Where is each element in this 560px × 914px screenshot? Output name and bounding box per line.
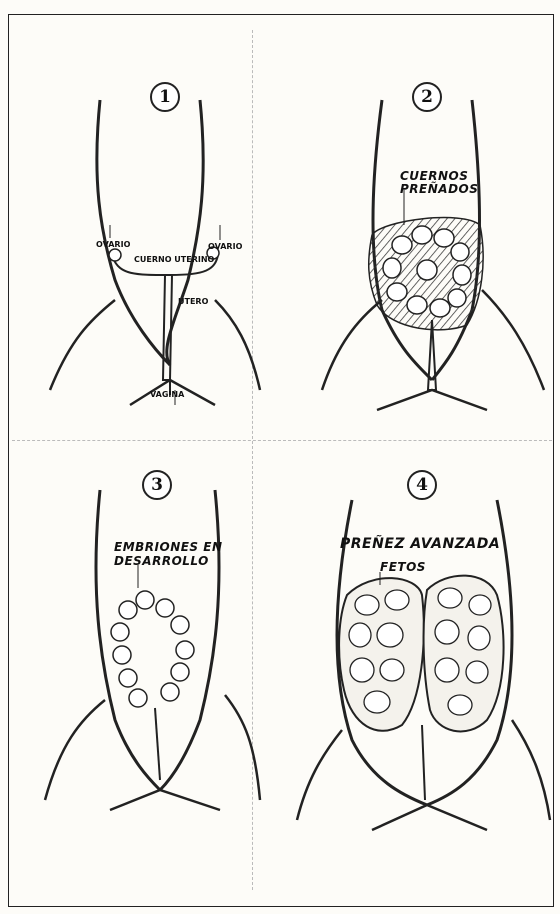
panel-4-number-badge: 4	[407, 470, 437, 500]
panel-2-illustration	[282, 60, 552, 440]
label-right-ovary: OVARIO	[208, 242, 242, 251]
label-vagina: VAGINA	[150, 390, 184, 399]
label-left-ovary: OVARIO	[96, 240, 130, 249]
panel-1: 1 OVARIO OVARIO CUERNO UTERINO UTERO VAG…	[20, 60, 260, 440]
panel-3-illustration	[20, 460, 260, 880]
label-fetuses: FETOS	[380, 560, 426, 574]
label-uterine-horn: CUERNO UTERINO	[134, 255, 214, 264]
label-advanced-pregnancy: PREÑEZ AVANZADA	[340, 536, 500, 552]
panel-2-number-badge: 2	[412, 82, 442, 112]
panel-1-number-badge: 1	[150, 82, 180, 112]
label-pregnant-horns: CUERNOS PREÑADOS	[400, 170, 480, 196]
label-developing-embryos: EMBRIONES EN DESARROLLO	[114, 540, 244, 568]
panel-divider-horizontal	[12, 440, 552, 442]
panel-3: 3 EMBRIONES EN DESARROLLO	[20, 460, 260, 880]
panel-3-number-badge: 3	[142, 470, 172, 500]
panel-2: 2 CUERNOS PREÑADOS	[282, 60, 552, 440]
panel-4-illustration	[282, 460, 552, 880]
panel-4: 4 PREÑEZ AVANZADA FETOS	[282, 460, 552, 880]
label-uterus: UTERO	[178, 297, 208, 306]
